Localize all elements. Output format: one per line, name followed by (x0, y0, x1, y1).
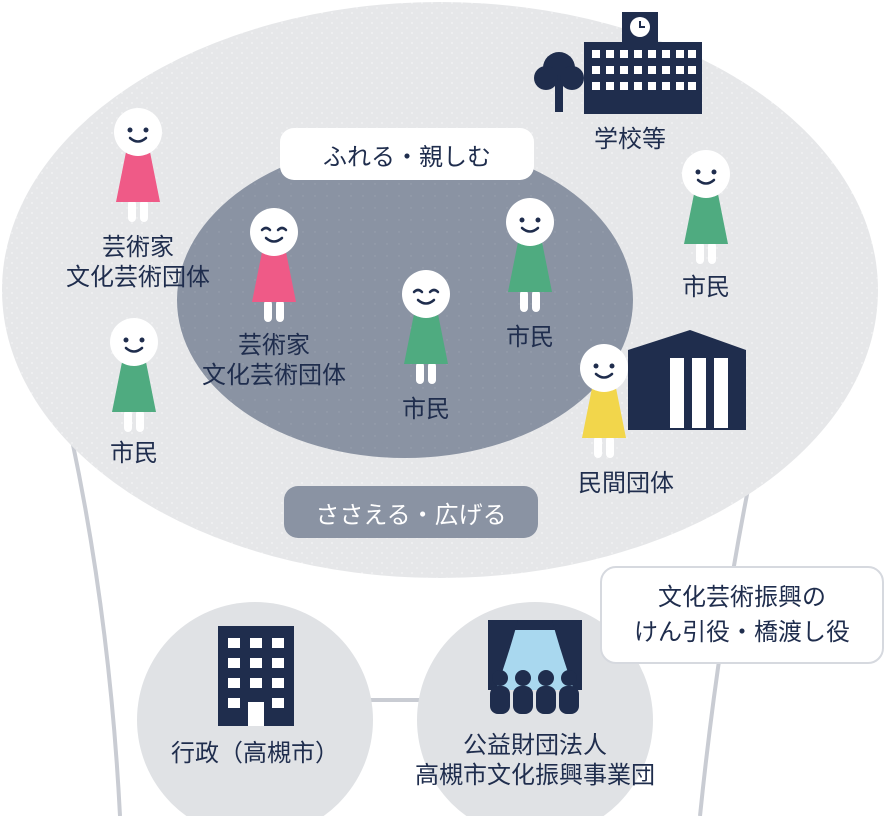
artist-left-label-line2: 文化芸術団体 (66, 263, 210, 291)
foundation-circle (417, 602, 653, 816)
citizen-inner-right-label: 市民 (506, 323, 554, 351)
tree-icon (534, 52, 584, 112)
person-private-org-icon (580, 344, 628, 458)
private-org-label: 民間団体 (578, 469, 674, 497)
role-callout: 文化芸術振興の けん引役・橋渡し役 (600, 566, 884, 664)
artist-inner-label-line1: 芸術家 (238, 331, 310, 359)
artist-inner-label: 芸術家 文化芸術団体 (176, 330, 372, 390)
inner-label: ふれる・親しむ (280, 128, 534, 180)
person-citizen-right-icon (682, 150, 730, 264)
school-building-icon (584, 12, 702, 114)
role-callout-line1: 文化芸術振興の (658, 583, 826, 612)
person-citizen-inner-right-icon (506, 198, 554, 312)
citizen-right-label: 市民 (682, 273, 730, 301)
outer-label: ささえる・広げる (284, 486, 538, 538)
role-callout-line2: けん引役・橋渡し役 (634, 618, 850, 646)
left-support-line (70, 439, 122, 816)
artist-left-label: 芸術家 文化芸術団体 (40, 232, 236, 292)
person-artist-inner-icon (250, 208, 298, 322)
person-citizen-left-icon (110, 318, 158, 432)
office-building-icon (628, 330, 746, 430)
artist-left-label-line1: 芸術家 (102, 233, 174, 261)
foundation-label: 公益財団法人 高槻市文化振興事業団 (390, 730, 680, 790)
citizen-left-label: 市民 (110, 439, 158, 467)
school-label: 学校等 (594, 125, 666, 153)
admin-label: 行政（高槻市） (171, 739, 339, 767)
foundation-label-line1: 公益財団法人 (463, 731, 607, 759)
person-artist-left-icon (114, 108, 162, 222)
city-hall-icon (218, 626, 294, 726)
foundation-label-line2: 高槻市文化振興事業団 (415, 761, 655, 789)
citizen-inner-center-label: 市民 (402, 395, 450, 423)
artist-inner-label-line2: 文化芸術団体 (202, 361, 346, 389)
theater-audience-icon (488, 620, 582, 714)
person-citizen-inner-center-icon (402, 270, 450, 384)
